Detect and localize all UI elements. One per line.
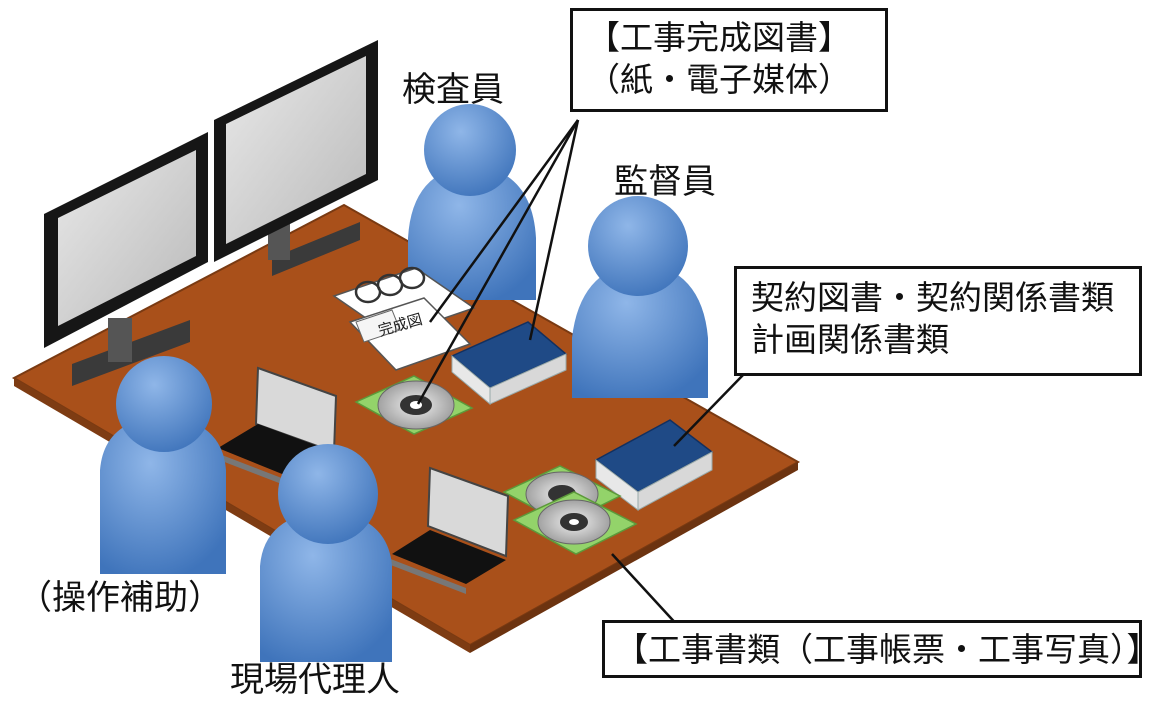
disc-completion xyxy=(354,375,474,435)
work-docs-callout: 【工事書類（工事帳票・工事写真）】 xyxy=(602,620,1158,678)
site-agent-figure xyxy=(260,444,392,662)
supervisor-label: 監督員 xyxy=(614,162,716,202)
leader-lines xyxy=(416,119,745,629)
disc-work-front xyxy=(512,491,638,555)
contract-docs-line2: 計画関係書類 xyxy=(751,320,949,359)
monitor-back xyxy=(214,40,378,276)
inspector-label: 検査員 xyxy=(402,70,504,110)
supervisor-figure xyxy=(572,196,708,398)
monitor-front xyxy=(44,132,208,386)
completion-docs-subtitle: （紙・電子媒体） xyxy=(587,60,851,99)
inspector-figure xyxy=(408,104,536,300)
operator-assist-label: （操作補助） xyxy=(18,578,222,618)
contract-docs-callout: 契約図書・契約関係書類 計画関係書類 xyxy=(734,266,1142,376)
completion-drawing-stack xyxy=(332,266,476,371)
operator-assist-figure xyxy=(100,356,226,574)
binder-completion xyxy=(450,321,568,406)
laptop-agent xyxy=(388,466,510,594)
completion-docs-callout: 【工事完成図書】 （紙・電子媒体） xyxy=(570,8,888,112)
contract-docs-line1: 契約図書・契約関係書類 xyxy=(751,278,1114,317)
site-agent-label: 現場代理人 xyxy=(230,660,400,700)
completion-docs-title: 【工事完成図書】 xyxy=(587,18,851,57)
work-docs-title: 【工事書類（工事帳票・工事写真）】 xyxy=(615,630,1158,669)
